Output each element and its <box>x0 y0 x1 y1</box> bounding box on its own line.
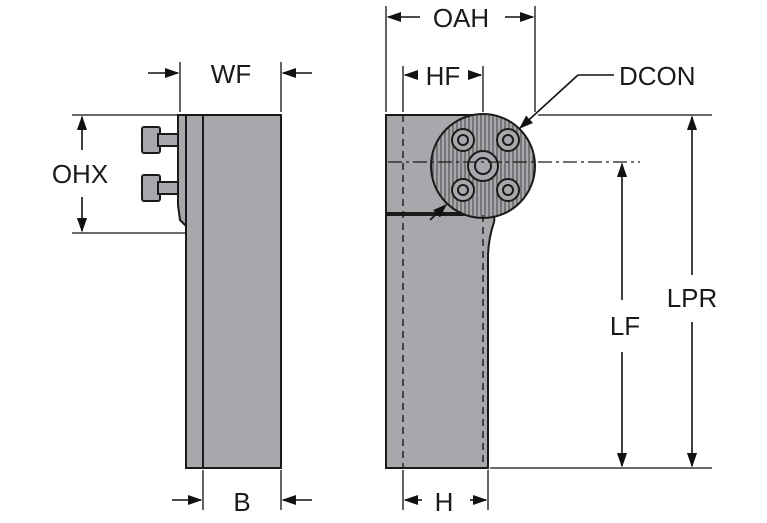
label-h: H <box>435 487 454 517</box>
dim-b <box>172 470 312 510</box>
screw-bottom <box>141 174 181 202</box>
label-oah: OAH <box>433 3 489 33</box>
dim-hf <box>402 66 484 112</box>
side-view <box>141 114 282 469</box>
dim-oah <box>385 6 536 112</box>
screw-top <box>141 126 181 154</box>
label-lpr: LPR <box>667 283 718 313</box>
bolt-holes <box>451 128 520 202</box>
label-wf: WF <box>211 59 251 89</box>
clamp-plate <box>177 114 187 229</box>
dim-lpr <box>490 115 712 469</box>
dim-wf <box>148 62 312 112</box>
dim-h <box>402 470 489 510</box>
label-ohx: OHX <box>52 159 108 189</box>
label-lf: LF <box>610 311 640 341</box>
front-body <box>385 212 496 469</box>
side-body <box>185 114 282 469</box>
dim-ohx <box>72 114 186 234</box>
front-view <box>385 113 640 469</box>
label-dcon: DCON <box>619 61 696 91</box>
dim-dcon <box>429 74 712 221</box>
label-hf: HF <box>426 61 461 91</box>
label-b: B <box>233 487 250 517</box>
